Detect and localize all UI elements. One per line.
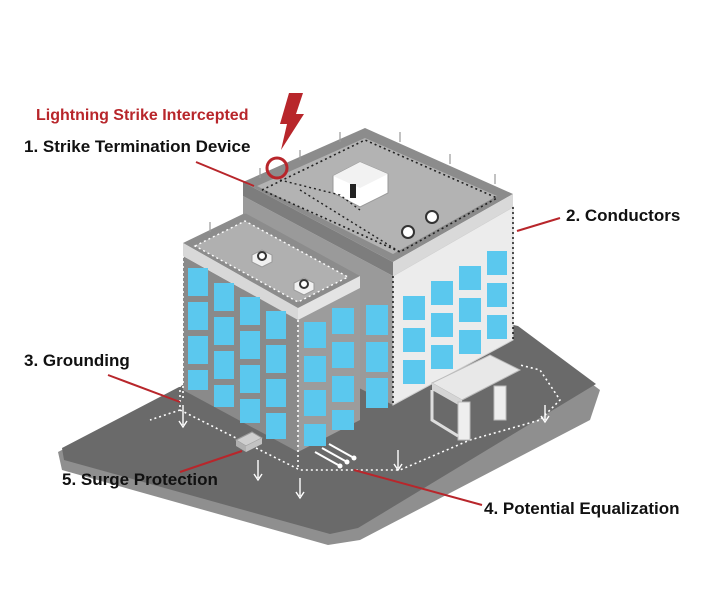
equalization-bars [314, 443, 355, 467]
label-conductors: 2. Conductors [566, 206, 681, 225]
strike-point-ring-icon [265, 156, 289, 180]
diagram-title: Lightning Strike Intercepted [36, 107, 249, 124]
label-surge-protection: 5. Surge Protection [62, 470, 218, 489]
label-grounding: 3. Grounding [24, 351, 130, 370]
label-potential-equalization: 4. Potential Equalization [484, 499, 680, 518]
short-building [182, 213, 360, 470]
lightning-bolt-icon [280, 93, 304, 150]
leader-lines [107, 161, 561, 506]
label-strike-termination: 1. Strike Termination Device [24, 137, 251, 156]
entrance-canopy [430, 354, 522, 441]
